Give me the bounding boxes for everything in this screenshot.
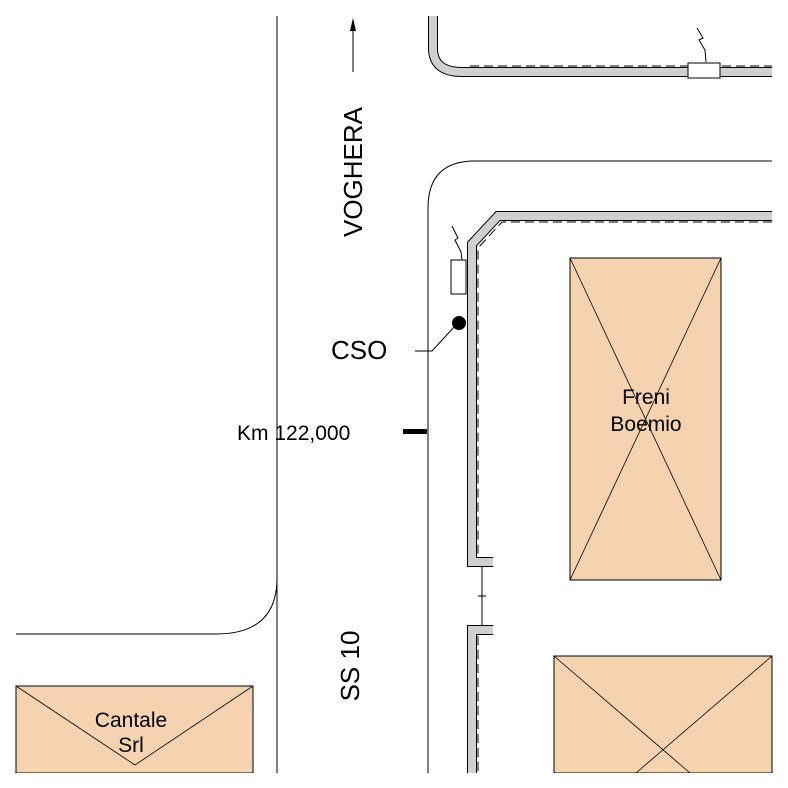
- gate-east: [450, 259, 467, 295]
- building-label-cantale-line2: Srl: [118, 734, 144, 757]
- road-edge-east: [427, 160, 772, 773]
- fence-north: [428, 16, 772, 79]
- road-edges: [16, 16, 772, 773]
- gate-north: [687, 62, 721, 79]
- building-lower-right: [553, 655, 773, 774]
- building-cantale: [15, 685, 254, 774]
- road-label-south: SS 10: [335, 631, 365, 702]
- building-label-freni-line2: Boemio: [610, 413, 681, 436]
- cso-label: CSO: [331, 335, 387, 365]
- lightning-icon: [451, 225, 463, 261]
- building-freni-boemio: [569, 257, 722, 581]
- km-marker: [403, 429, 427, 434]
- north-arrow-icon: [350, 18, 356, 72]
- cso-dot-icon: [452, 316, 466, 330]
- building-label-cantale-line1: Cantale: [95, 709, 167, 732]
- fence-east: [450, 211, 772, 773]
- cso-marker: [415, 316, 466, 352]
- building-label-freni-line1: Freni: [622, 386, 670, 409]
- lightning-icon: [696, 27, 707, 63]
- km-label: Km 122,000: [237, 422, 350, 445]
- road-label-north: VOGHERA: [338, 106, 368, 237]
